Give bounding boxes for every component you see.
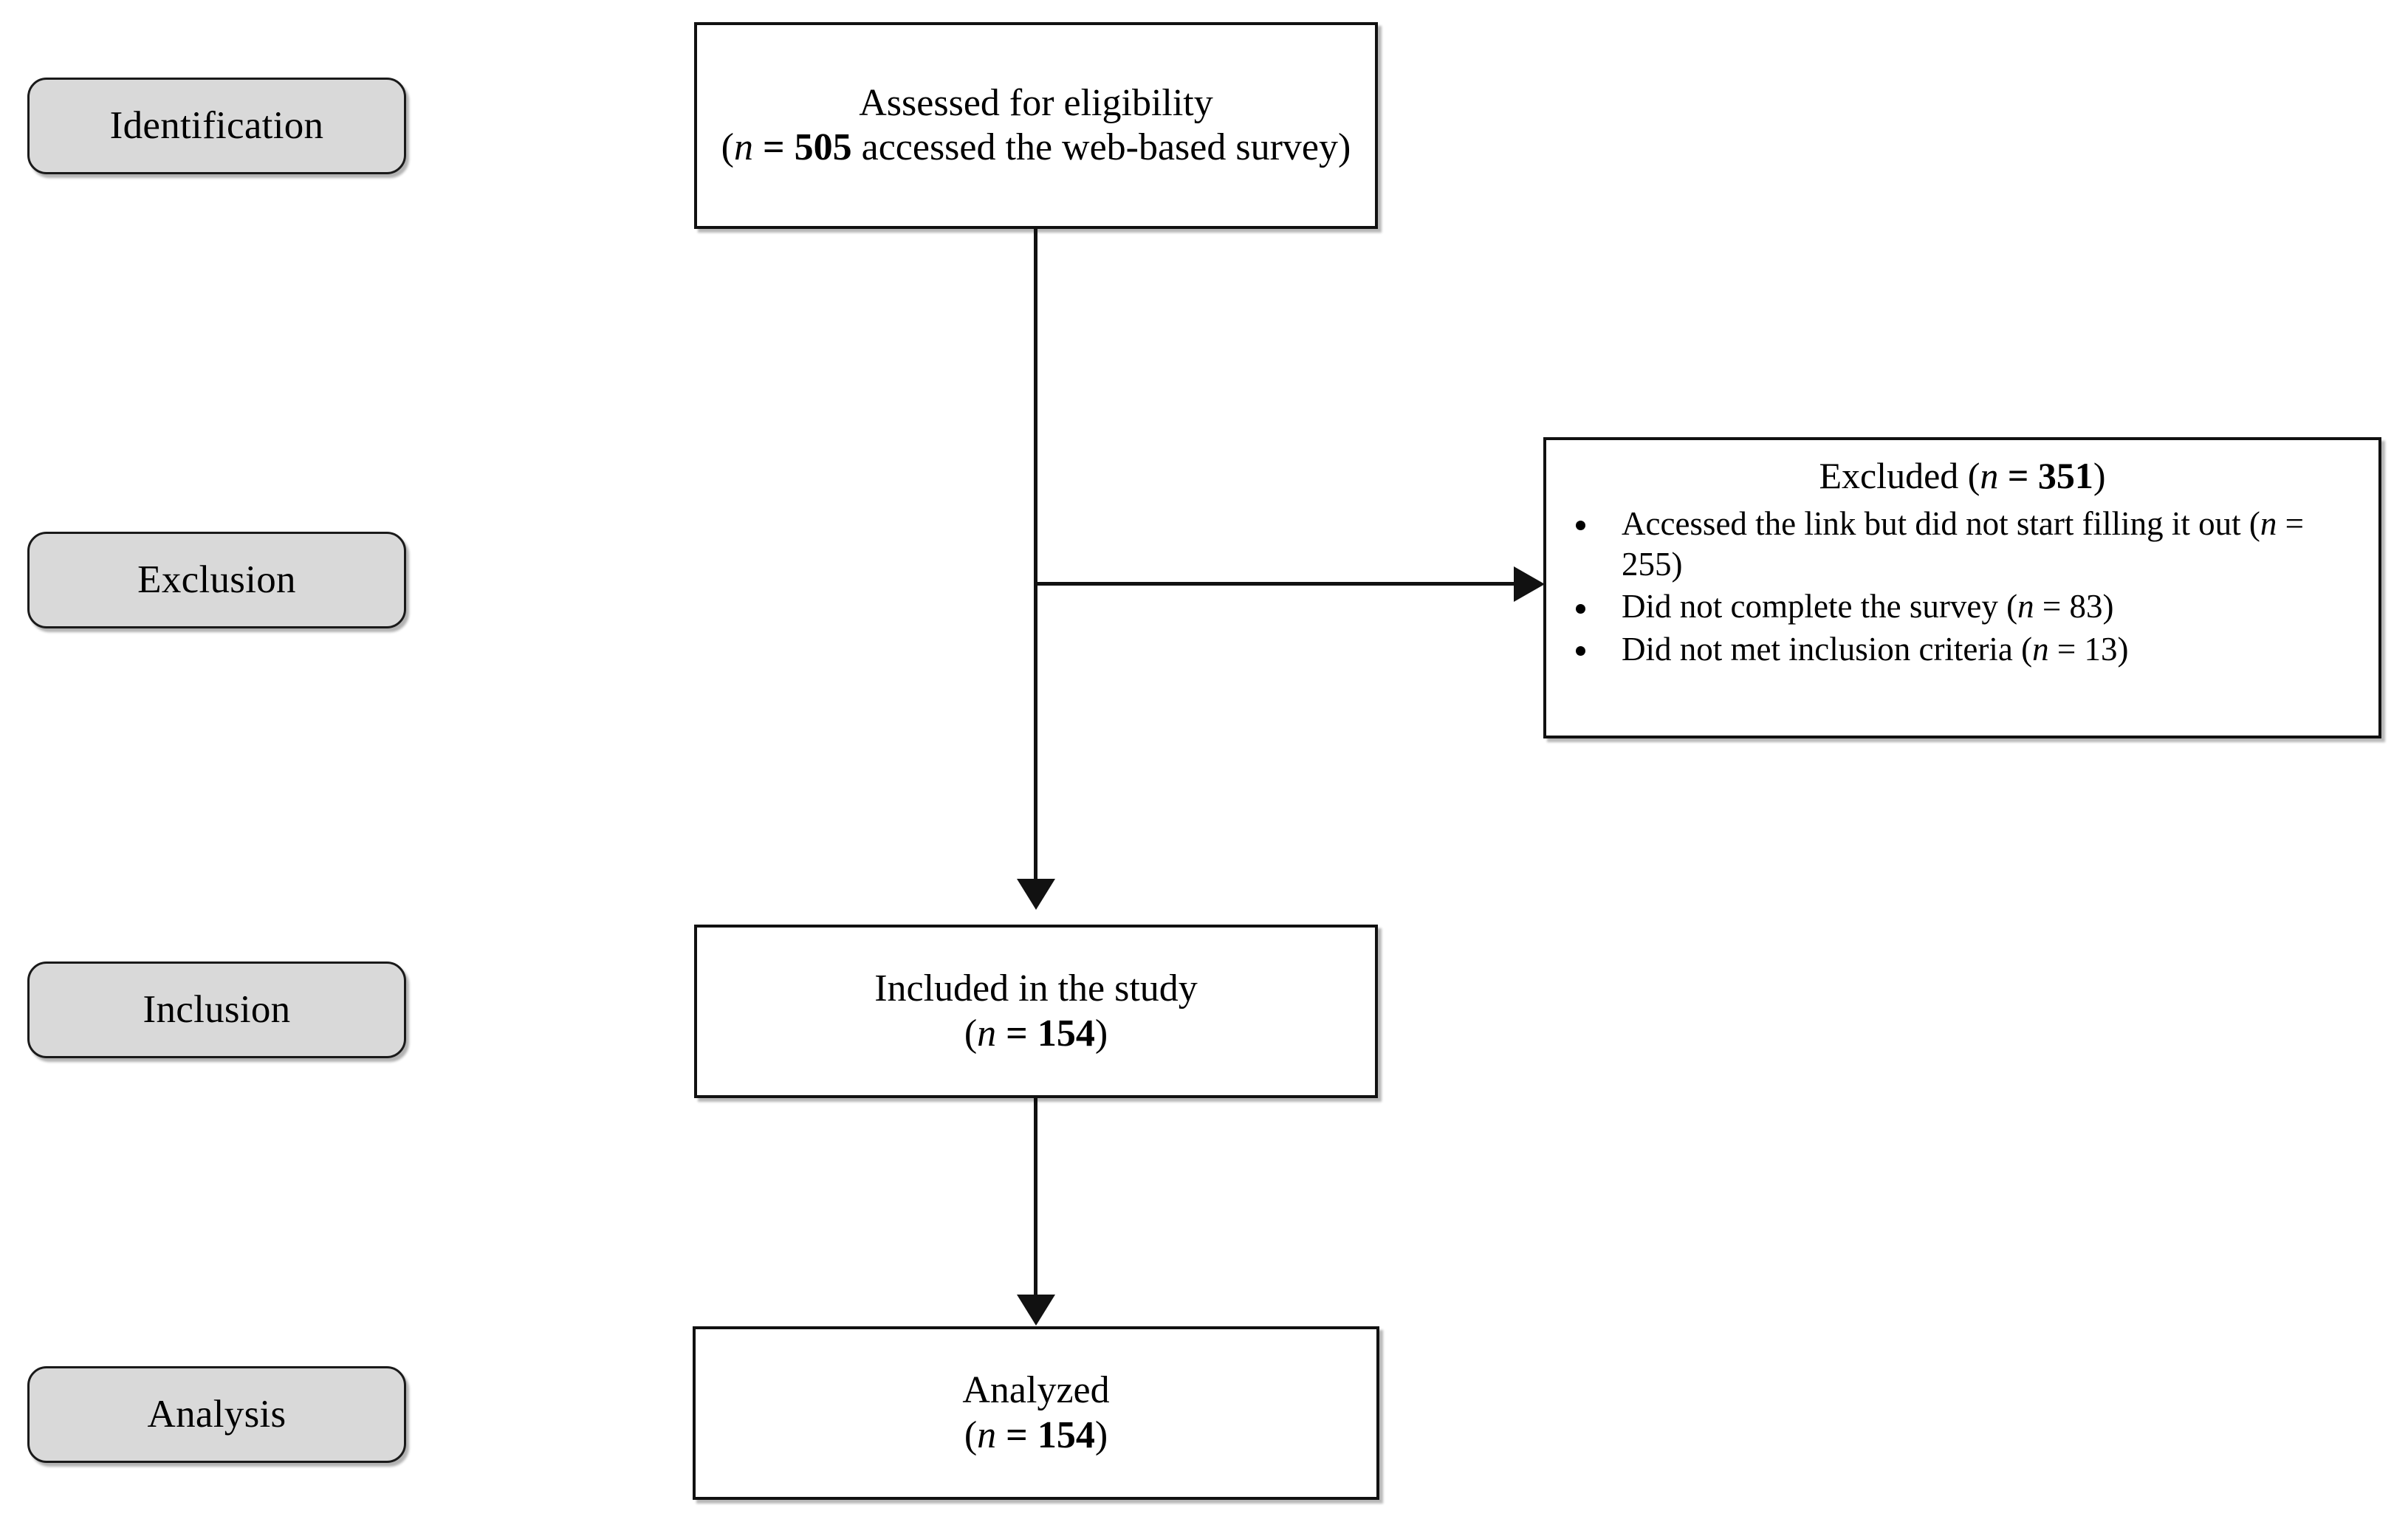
excluded-box-title: Excluded (n = 351) <box>1546 450 2378 504</box>
excluded-item-0-text: Accessed the link but did not start fill… <box>1622 504 2260 542</box>
connector-vertical-eligibility-to-included <box>1034 229 1037 881</box>
excluded-item-0-count: 255 <box>1622 545 1672 583</box>
eligibility-box-text: Assessed for eligibility (n = 505 accesse… <box>702 81 1371 171</box>
excluded-reason-item: Did not met inclusion criteria (n = 13) <box>1565 629 2361 670</box>
excluded-item-2-n: n <box>2032 630 2049 668</box>
excluded-title-text: Excluded ( <box>1819 455 1980 496</box>
eligibility-rest: accessed the web-based survey) <box>851 126 1351 168</box>
arrowhead-down-to-included <box>1017 879 1055 910</box>
bullet-dot-icon <box>1576 520 1585 530</box>
excluded-item-0-n: n <box>2260 504 2277 542</box>
eligibility-equals: = <box>752 126 795 168</box>
eligibility-count: 505 <box>794 126 852 168</box>
excluded-reason-item: Did not complete the survey (n = 83) <box>1565 586 2361 627</box>
included-paren-close: ) <box>1094 1012 1108 1055</box>
bullet-dot-icon <box>1576 603 1585 614</box>
analyzed-paren-open: ( <box>964 1413 978 1456</box>
box-included-in-study: Included in the study(n = 154) <box>694 925 1378 1098</box>
included-box-text: Included in the study(n = 154) <box>855 967 1217 1056</box>
analyzed-count: 154 <box>1037 1413 1095 1456</box>
analyzed-n-symbol: n <box>977 1413 997 1456</box>
excluded-item-2-count: 13 <box>2084 630 2118 668</box>
stage-pill-identification: Identification <box>27 78 406 174</box>
analyzed-equals: = <box>996 1413 1037 1456</box>
connector-horizontal-to-excluded <box>1035 582 1515 586</box>
connector-vertical-included-to-analyzed <box>1034 1098 1037 1298</box>
excluded-item-1-n: n <box>2017 588 2034 625</box>
included-count: 154 <box>1037 1012 1095 1055</box>
excluded-item-0-equals: = <box>2277 504 2305 542</box>
stage-pill-inclusion: Inclusion <box>27 961 406 1058</box>
arrowhead-right-to-excluded <box>1514 566 1545 602</box>
stage-label-identification: Identification <box>109 104 324 148</box>
box-analyzed: Analyzed(n = 154) <box>693 1326 1379 1500</box>
excluded-title-count: 351 <box>2037 455 2093 496</box>
excluded-item-1-equals: = <box>2034 588 2070 625</box>
excluded-item-1-count: 83 <box>2069 588 2103 625</box>
included-n-symbol: n <box>977 1012 997 1055</box>
included-paren-open: ( <box>964 1012 978 1055</box>
excluded-item-1-text: Did not complete the survey ( <box>1622 588 2018 625</box>
excluded-item-1-close: ) <box>2102 588 2114 625</box>
excluded-reason-list: Accessed the link but did not start fill… <box>1546 504 2378 671</box>
excluded-item-2-text: Did not met inclusion criteria ( <box>1622 630 2033 668</box>
arrowhead-down-to-analyzed <box>1017 1295 1055 1326</box>
included-line1: Included in the study <box>874 967 1198 1010</box>
stage-pill-exclusion: Exclusion <box>27 532 406 628</box>
eligibility-paren-open: ( <box>721 126 734 168</box>
box-excluded: Excluded (n = 351) Accessed the link but… <box>1543 437 2381 738</box>
analyzed-box-text: Analyzed(n = 154) <box>943 1368 1128 1458</box>
excluded-item-2-equals: = <box>2048 630 2085 668</box>
stage-label-analysis: Analysis <box>147 1393 287 1436</box>
stage-pill-analysis: Analysis <box>27 1366 406 1463</box>
included-equals: = <box>996 1012 1037 1055</box>
box-assessed-for-eligibility: Assessed for eligibility (n = 505 accesse… <box>694 22 1378 229</box>
bullet-dot-icon <box>1576 645 1585 656</box>
excluded-reason-item: Accessed the link but did not start fill… <box>1565 504 2361 586</box>
stage-label-inclusion: Inclusion <box>143 988 291 1032</box>
excluded-title-close: ) <box>2093 455 2106 496</box>
excluded-item-0-close: ) <box>1671 545 1683 583</box>
analyzed-line1: Analyzed <box>962 1369 1110 1412</box>
eligibility-line1: Assessed for eligibility <box>859 81 1213 124</box>
eligibility-n-symbol: n <box>733 126 753 168</box>
excluded-title-equals: = <box>1998 455 2038 496</box>
excluded-title-n: n <box>1980 455 1999 496</box>
analyzed-paren-close: ) <box>1094 1413 1108 1456</box>
stage-label-exclusion: Exclusion <box>137 558 296 602</box>
excluded-item-2-close: ) <box>2117 630 2129 668</box>
